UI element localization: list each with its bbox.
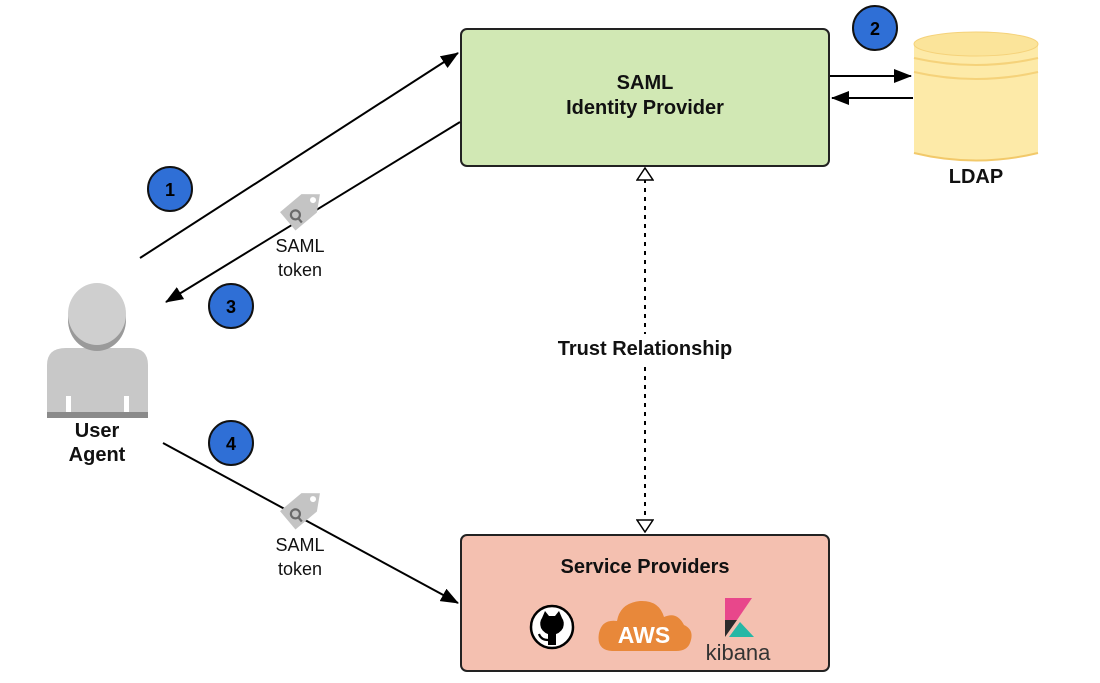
database-cylinder-icon xyxy=(913,31,1039,162)
identity-provider-box: SAML Identity Provider xyxy=(460,28,830,167)
step-badge-2: 2 xyxy=(852,5,898,51)
token-upper-line2: token xyxy=(278,260,322,280)
user-silhouette-icon xyxy=(47,283,148,418)
idp-title-line1: SAML xyxy=(617,72,674,94)
key-tag-icon xyxy=(280,493,320,530)
user-agent-line1: User xyxy=(75,420,120,442)
kibana-logo-text: kibana xyxy=(706,640,772,665)
sp-title: Service Providers xyxy=(561,556,730,578)
trust-label-bg xyxy=(550,334,740,362)
ldap-label: LDAP xyxy=(949,166,1003,188)
github-icon xyxy=(529,604,575,650)
step-badge-4: 4 xyxy=(208,420,254,466)
service-providers-box: Service Providers AWS kibana xyxy=(460,534,830,672)
step-number-4: 4 xyxy=(226,434,236,454)
token-upper-line1: SAML xyxy=(275,236,324,256)
aws-logo-text: AWS xyxy=(618,622,670,648)
kibana-logo: kibana xyxy=(706,598,772,665)
step-number-3: 3 xyxy=(226,297,236,317)
token-lower-line1: SAML xyxy=(275,535,324,555)
arrow-request-to-idp xyxy=(139,52,459,259)
user-agent-line2: Agent xyxy=(69,444,126,466)
step-badge-1: 1 xyxy=(147,166,193,212)
aws-cloud-logo: AWS xyxy=(598,600,692,651)
step-badge-3: 3 xyxy=(208,283,254,329)
step-number-1: 1 xyxy=(165,180,175,200)
trust-label: Trust Relationship xyxy=(558,338,732,360)
step-number-2: 2 xyxy=(870,19,880,39)
key-tag-icon xyxy=(280,194,320,231)
arrow-token-to-sp xyxy=(162,442,459,604)
idp-title-line2: Identity Provider xyxy=(566,97,724,119)
token-lower-line2: token xyxy=(278,559,322,579)
